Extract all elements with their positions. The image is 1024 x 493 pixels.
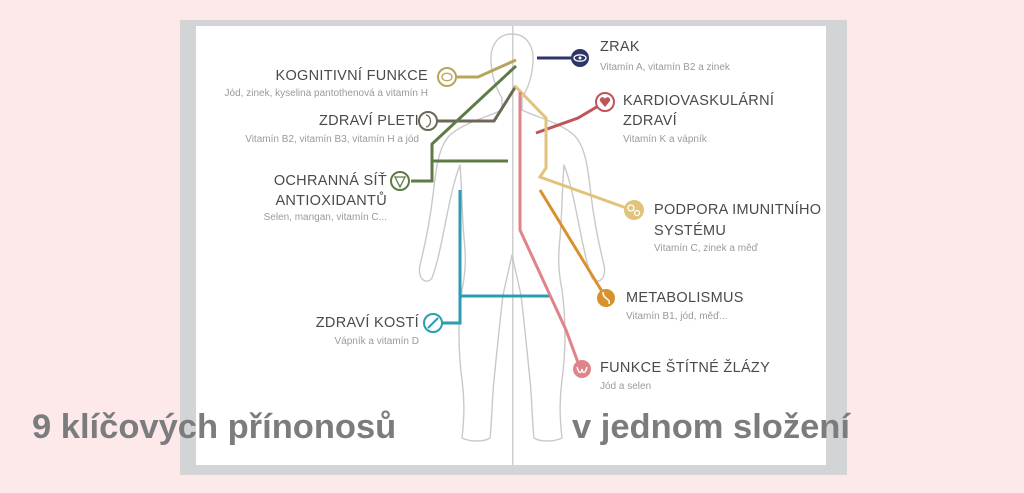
stomach-icon: [597, 289, 615, 307]
label-cognitive-sub: Jód, zinek, kyselina pantothenová a vita…: [224, 88, 428, 99]
label-immune-title-1: PODPORA IMUNITNÍHO: [654, 202, 822, 218]
human-body-outline: [418, 33, 606, 442]
line-antioxidant-branch: [430, 64, 518, 161]
book-page-right: [513, 26, 826, 465]
line-skin: [432, 85, 518, 123]
eye-icon: [571, 49, 589, 67]
face-icon: [418, 111, 438, 131]
label-skin-sub: Vitamín B2, vitamín B3, vitamín H a jód: [245, 134, 419, 145]
label-immune-title-2: SYSTÉMU: [654, 223, 727, 239]
headline-right: v jednom složení: [572, 408, 850, 446]
label-vision-title: ZRAK: [600, 39, 640, 55]
line-metabolism: [538, 189, 608, 299]
label-thyroid-title: FUNKCE ŠTÍTNÉ ŽLÁZY: [600, 360, 771, 376]
line-cognitive: [456, 58, 517, 79]
label-cardio-title-2: ZDRAVÍ: [623, 113, 677, 129]
label-metabolism-sub: Vitamín B1, jód, měď...: [626, 311, 728, 322]
label-antioxidant-title-1: OCHRANNÁ SÍŤ: [273, 173, 387, 189]
heart-icon: [595, 92, 615, 112]
label-thyroid-sub: Jód a selen: [600, 381, 652, 392]
label-antioxidant-title-2: ANTIOXIDANTŮ: [275, 193, 387, 209]
label-skin-title: ZDRAVÍ PLETI: [318, 113, 419, 129]
bone-icon: [423, 313, 443, 333]
label-immune-sub: Vitamín C, zinek a měď: [654, 243, 758, 254]
line-antioxidant: [411, 159, 508, 183]
label-bone-sub: Vápník a vitamín D: [334, 336, 419, 347]
label-metabolism-title: METABOLISMUS: [626, 290, 744, 306]
line-immune: [513, 84, 633, 212]
immune-cells-icon: [624, 200, 644, 220]
label-cognitive-title: KOGNITIVNÍ FUNKCE: [275, 68, 428, 84]
label-cardio-title-1: KARDIOVASKULÁRNÍ: [623, 93, 775, 109]
thyroid-icon: [573, 360, 591, 378]
line-bone: [442, 294, 550, 325]
line-thyroid: [518, 92, 582, 369]
shield-icon: [390, 171, 410, 191]
brain-icon: [437, 67, 457, 87]
label-bone-title: ZDRAVÍ KOSTÍ: [315, 315, 419, 331]
label-cardio-sub: Vitamín K a vápník: [623, 134, 707, 145]
headline-left: 9 klíčových přínonosů: [32, 408, 397, 446]
line-cardio: [535, 100, 606, 135]
label-vision-sub: Vitamín A, vitamín B2 a zinek: [600, 62, 730, 73]
label-antioxidant-sub: Selen, mangan, vitamín C...: [263, 212, 387, 223]
